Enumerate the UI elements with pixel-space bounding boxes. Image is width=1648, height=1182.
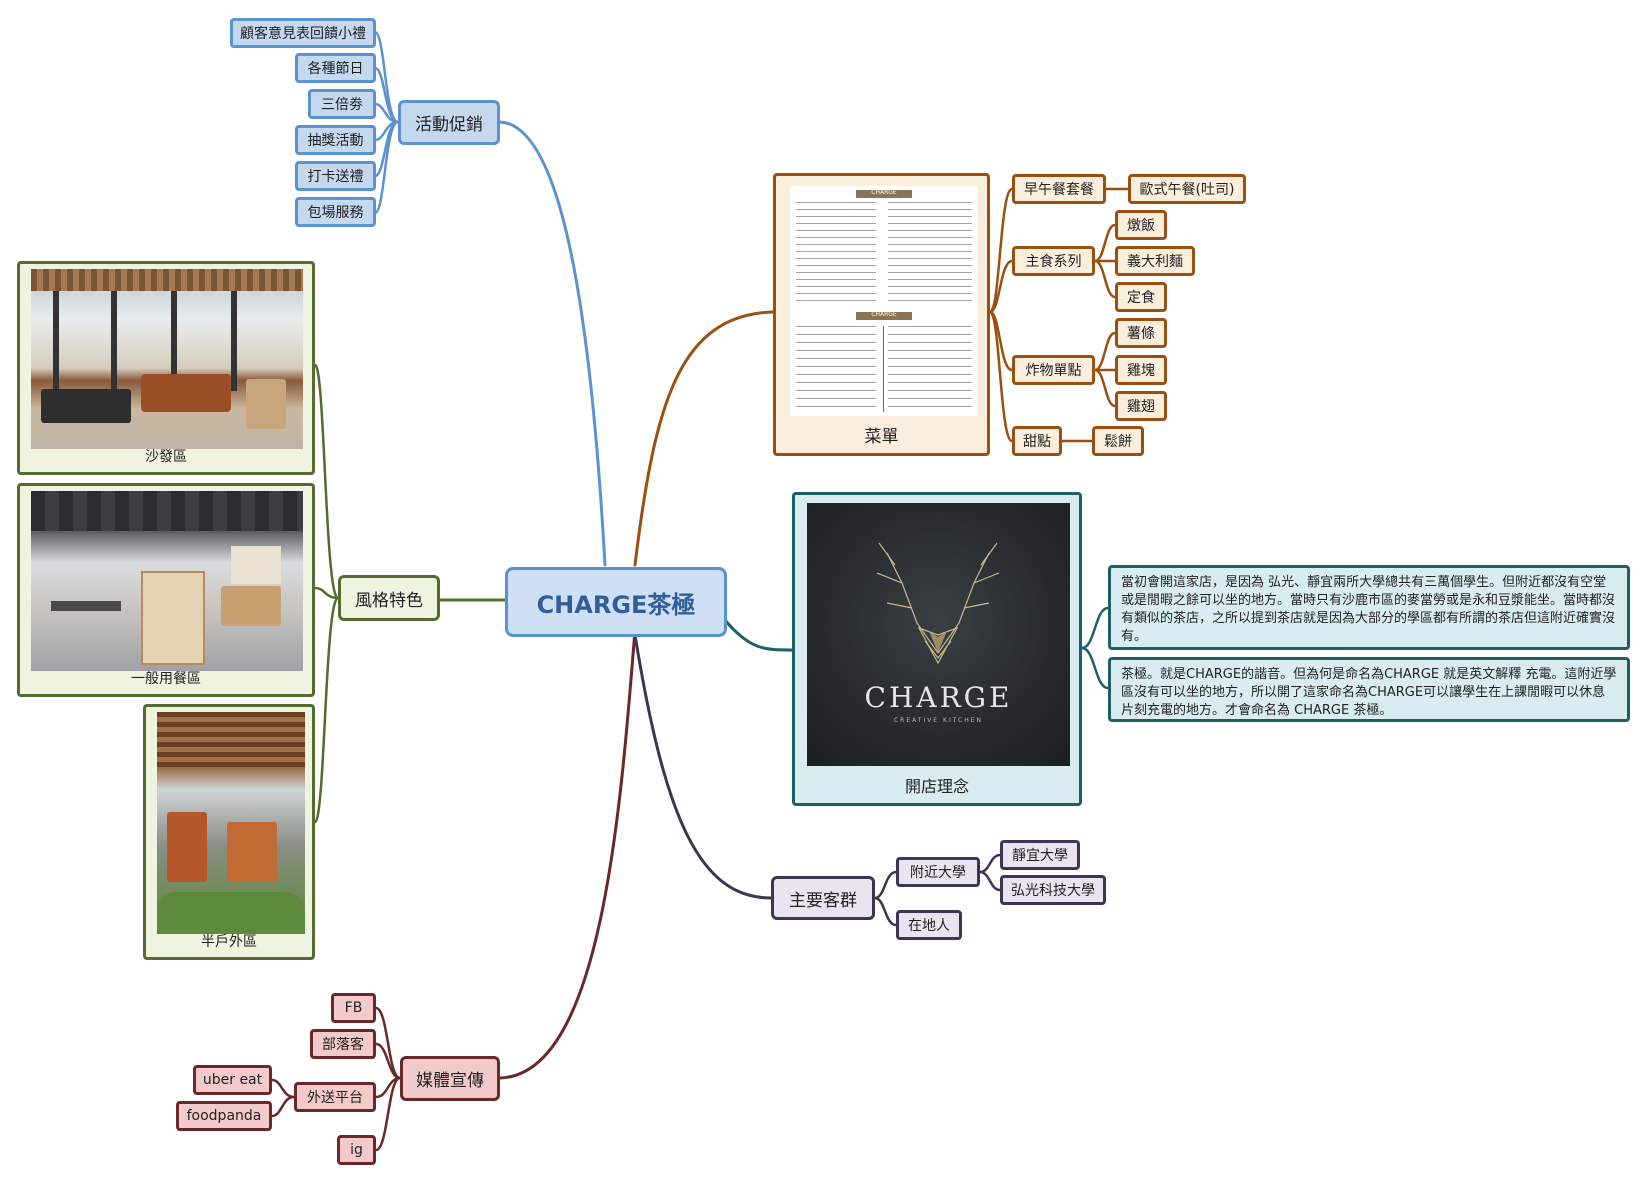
menu-nuggets[interactable]: 雞塊	[1115, 355, 1167, 385]
menu-image-brand-top: CHARGE	[871, 189, 897, 196]
menu-fried-items[interactable]: 炸物單點	[1012, 355, 1095, 385]
branch-media[interactable]: 媒體宣傳	[400, 1056, 500, 1101]
promotion-item-lottery[interactable]: 抽獎活動	[295, 125, 376, 155]
root-node[interactable]: CHARGE茶極	[505, 567, 727, 637]
area-card-dining[interactable]: 一般用餐區	[17, 483, 315, 697]
menu-caption: 菜單	[864, 427, 899, 447]
menu-dessert[interactable]: 甜點	[1012, 426, 1062, 456]
promotion-item-feedback-gift[interactable]: 顧客意見表回饋小禮	[230, 18, 376, 48]
branch-style[interactable]: 風格特色	[338, 575, 440, 621]
area-caption-semi-outdoor: 半戶外區	[201, 934, 257, 950]
media-item-delivery-platform[interactable]: 外送平台	[294, 1082, 376, 1112]
delivery-uber-eat[interactable]: uber eat	[193, 1065, 272, 1095]
area-card-sofa[interactable]: 沙發區	[17, 261, 315, 475]
concept-card[interactable]: CHARGE CREATIVE KITCHEN 開店理念	[792, 492, 1082, 806]
menu-pasta[interactable]: 義大利麵	[1115, 246, 1195, 276]
concept-caption: 開店理念	[904, 777, 969, 796]
menu-fries[interactable]: 薯條	[1115, 318, 1167, 348]
customer-nearby-universities[interactable]: 附近大學	[896, 857, 980, 887]
semi-outdoor-area-photo	[157, 712, 305, 934]
branch-customers[interactable]: 主要客群	[771, 876, 875, 920]
menu-breakfast-set[interactable]: 早午餐套餐	[1012, 174, 1106, 204]
menu-set-meal[interactable]: 定食	[1115, 282, 1167, 312]
charge-logo-image: CHARGE CREATIVE KITCHEN	[807, 503, 1070, 766]
media-item-blogger[interactable]: 部落客	[310, 1029, 376, 1059]
menu-card[interactable]: CHARGE CHARGE 菜單	[773, 173, 990, 456]
area-caption-sofa: 沙發區	[145, 449, 187, 465]
branch-promotion[interactable]: 活動促銷	[398, 100, 500, 145]
menu-wings[interactable]: 雞翅	[1115, 391, 1167, 421]
customer-providence-university[interactable]: 靜宜大學	[1000, 840, 1080, 870]
area-caption-dining: 一般用餐區	[131, 671, 201, 687]
charge-logo-text: CHARGE	[864, 681, 1013, 714]
area-card-semi-outdoor[interactable]: 半戶外區	[143, 704, 315, 960]
menu-image-brand-bottom: CHARGE	[871, 311, 897, 318]
sofa-area-photo	[31, 269, 303, 449]
menu-image: CHARGE CHARGE	[790, 186, 978, 416]
concept-text-naming: 茶極。就是CHARGE的諧音。但為何是命名為CHARGE 就是英文解釋 充電。這…	[1108, 657, 1630, 722]
media-item-fb[interactable]: FB	[331, 993, 376, 1023]
menu-waffle[interactable]: 鬆餅	[1092, 426, 1144, 456]
delivery-foodpanda[interactable]: foodpanda	[176, 1101, 272, 1131]
dining-area-photo	[31, 491, 303, 671]
customer-local-people[interactable]: 在地人	[896, 910, 962, 940]
menu-risotto[interactable]: 燉飯	[1115, 210, 1167, 240]
promotion-item-holidays[interactable]: 各種節日	[295, 53, 376, 83]
deer-antler-icon	[876, 542, 1000, 665]
charge-logo-subtext: CREATIVE KITCHEN	[893, 717, 984, 724]
promotion-item-checkin-gift[interactable]: 打卡送禮	[295, 161, 376, 191]
promotion-item-private-booking[interactable]: 包場服務	[295, 197, 376, 227]
promotion-item-voucher[interactable]: 三倍劵	[308, 89, 376, 119]
menu-main-series[interactable]: 主食系列	[1012, 246, 1095, 276]
media-item-ig[interactable]: ig	[337, 1135, 376, 1165]
customer-hungkuang-university[interactable]: 弘光科技大學	[1000, 875, 1106, 905]
concept-text-origin: 當初會開這家店，是因為 弘光、靜宜兩所大學總共有三萬個學生。但附近都沒有空堂或是…	[1108, 565, 1630, 650]
menu-european-lunch[interactable]: 歐式午餐(吐司)	[1128, 174, 1246, 204]
